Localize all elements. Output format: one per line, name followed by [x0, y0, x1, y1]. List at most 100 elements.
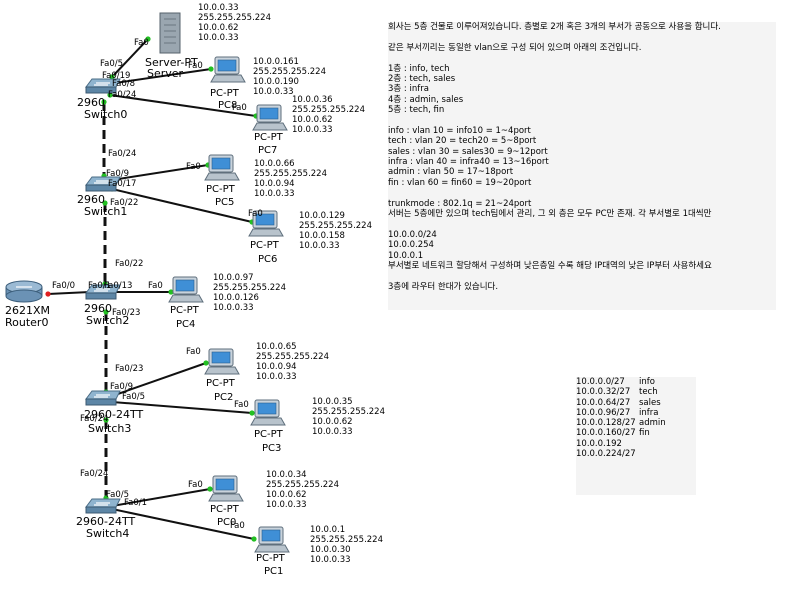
router-icon[interactable] — [5, 280, 43, 303]
device-name-label: Switch0 — [84, 108, 127, 121]
port-label: Fa0 — [188, 480, 203, 490]
assignment-notes: 회사는 5층 건물로 이루어져있습니다. 층별로 2개 혹은 3개의 부서가 공… — [388, 22, 776, 310]
link-sw3-pc2[interactable] — [111, 362, 207, 397]
switch-icon[interactable] — [85, 78, 121, 94]
pc-icon[interactable] — [210, 56, 246, 83]
port-label: Fa0/24 — [108, 149, 136, 159]
ip-config-line: 255.255.255.224 — [310, 535, 383, 545]
device-model-label: 2960 — [84, 302, 112, 315]
link-sw2-router[interactable] — [47, 291, 91, 295]
port-label: Fa0/5 — [122, 392, 145, 402]
pc-icon[interactable] — [168, 276, 204, 303]
note-line: infra : vlan 40 = infra40 = 13~16port — [388, 157, 549, 168]
note-line — [388, 271, 776, 281]
port-indicator — [109, 74, 115, 80]
device-model-label: PC-PT — [210, 504, 240, 515]
device-model-label: PC-PT — [254, 132, 284, 143]
port-indicator — [203, 360, 209, 366]
ip-config-line: 10.0.0.129 — [299, 211, 345, 221]
ip-config-line: 10.0.0.94 — [254, 179, 295, 189]
ip-config-line: 10.0.0.33 — [266, 500, 307, 510]
ip-config-line: 10.0.0.30 — [310, 545, 351, 555]
ip-config-line: 10.0.0.190 — [253, 77, 299, 87]
subnet-address: 10.0.0.0/27 — [576, 377, 625, 387]
device-name-label: PC2 — [214, 392, 233, 403]
pc-icon[interactable] — [254, 526, 290, 553]
port-indicator — [207, 486, 213, 492]
device-name-label: Switch3 — [88, 422, 131, 435]
port-label: Fa0/24 — [108, 90, 136, 100]
device-model-label: 2960-24TT — [84, 408, 143, 421]
link-sw4-pc1[interactable] — [111, 508, 255, 540]
subnet-address: 10.0.0.64/27 — [576, 397, 631, 408]
switch-icon[interactable] — [85, 390, 121, 406]
ip-config-line: 255.255.255.224 — [266, 480, 339, 490]
port-label: Fa0/5 — [106, 490, 129, 500]
port-label: Fa0/22 — [110, 198, 138, 208]
device-name-label: PC1 — [264, 566, 283, 577]
pc-icon[interactable] — [252, 104, 288, 131]
port-label: Fa0/22 — [115, 259, 143, 269]
link-sw0-pc7[interactable] — [109, 94, 257, 117]
note-line: 2층 : tech, sales — [388, 73, 456, 84]
subnet-address: 10.0.0.160/27 — [576, 428, 636, 439]
ip-config-line: 10.0.0.35 — [312, 397, 353, 407]
pc-icon[interactable] — [208, 475, 244, 502]
port-indicator — [145, 36, 151, 42]
link-sw3-pc3[interactable] — [111, 401, 253, 414]
link-sw4-pc0[interactable] — [111, 488, 211, 507]
port-indicator — [102, 200, 108, 206]
switch-icon[interactable] — [85, 176, 121, 192]
link-sw1-pc6[interactable] — [111, 188, 253, 223]
link-sw0-server[interactable] — [111, 38, 149, 78]
note-line: 회사는 5층 건물로 이루어져있습니다. 층별로 2개 혹은 3개의 부서가 공… — [388, 22, 721, 32]
ip-config-line: 255.255.255.224 — [254, 169, 327, 179]
note-line: trunkmode : 802.1q = 21~24port — [388, 198, 532, 209]
note-line: 4층 : admin, sales — [388, 94, 464, 105]
device-name-label: Switch2 — [86, 314, 129, 327]
ip-config-line: 255.255.255.224 — [292, 105, 365, 115]
note-line: 5층 : tech, fin — [388, 105, 445, 116]
switch-icon[interactable] — [85, 498, 121, 514]
pc-icon[interactable] — [204, 154, 240, 181]
ip-config-line: 10.0.0.158 — [299, 231, 345, 241]
note-line: 10.0.0.1 — [388, 250, 424, 261]
port-label: Fa0/9 — [110, 382, 133, 392]
port-label: Fa0 — [134, 38, 149, 48]
ip-config-line: 10.0.0.36 — [292, 95, 333, 105]
note-line: 같은 부서끼리는 동일한 vlan으로 구성 되어 있으며 아래의 조건입니다. — [388, 42, 642, 53]
port-label: Fa0 — [232, 103, 247, 113]
port-label: Fa0 — [148, 281, 163, 291]
device-model-label: Server-PT — [145, 56, 198, 69]
port-label: Fa0/24 — [80, 414, 108, 424]
port-label: Fa0 — [186, 347, 201, 357]
note-line: 3층에 라우터 한대가 있습니다. — [388, 281, 499, 292]
pc-icon[interactable] — [250, 399, 286, 426]
subnet-row: 10.0.0.192 — [576, 439, 696, 449]
note-line — [388, 116, 776, 126]
note-line: 서버는 5층에만 있으며 tech팀에서 관리, 그 외 층은 모두 PC만 존… — [388, 209, 712, 220]
pc-icon[interactable] — [204, 348, 240, 375]
port-label: Fa0/0 — [52, 281, 75, 291]
subnet-row: 10.0.0.224/27 — [576, 449, 696, 459]
link-sw0-pc8[interactable] — [107, 68, 212, 85]
port-label: Fa0/13 — [104, 281, 132, 291]
switch-icon[interactable] — [85, 284, 121, 300]
devices-layer — [5, 12, 290, 553]
pc-icon[interactable] — [248, 210, 284, 237]
port-indicator — [208, 66, 214, 72]
note-line: tech : vlan 20 = tech20 = 5~8port — [388, 136, 537, 147]
subnet-department: tech — [639, 387, 658, 398]
link-sw1-pc5[interactable] — [111, 164, 209, 181]
server-icon[interactable] — [159, 12, 181, 54]
device-name-label: Switch4 — [86, 527, 129, 540]
port-label: Fa0/8 — [112, 79, 135, 89]
ip-config-line: 10.0.0.65 — [256, 342, 297, 352]
device-name-label: Switch1 — [84, 205, 127, 218]
device-model-label: PC-PT — [206, 378, 236, 389]
ip-config-line: 10.0.0.33 — [253, 87, 294, 97]
ip-config-line: 10.0.0.33 — [256, 372, 297, 382]
